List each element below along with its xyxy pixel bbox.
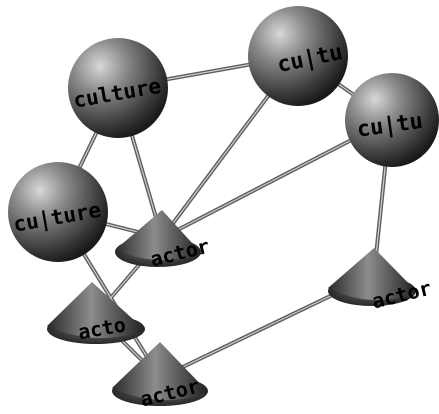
sphere-icon [68,38,168,138]
cone-icon [112,342,208,401]
cone-icon [328,248,417,301]
sphere-icon [8,162,108,262]
sphere-icon [345,73,439,167]
actor-node-a2: actor [328,248,434,314]
actor-node-a4: actor [112,342,208,411]
sphere-icon [248,6,348,106]
actor-node-a3: acto [47,282,145,344]
cone-icon [47,282,145,339]
culture-node-c3: cu|tu [345,73,439,167]
culture-node-c1: culture [68,38,168,138]
culture-node-c2: cu|tu [248,6,348,106]
nodes-layer: cu|tu culture cu|tu actor cu|ture actor [8,6,439,411]
actor-node-a1: actor [115,210,212,271]
cone-icon [115,210,202,261]
culture-node-c4: cu|ture [8,162,108,262]
